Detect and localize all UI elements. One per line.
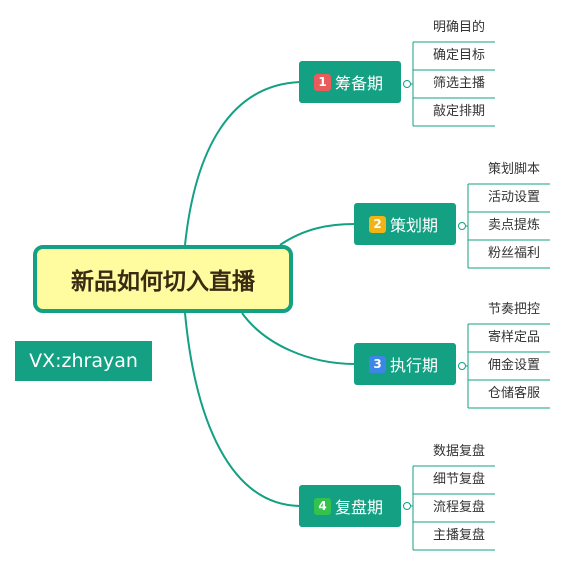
- connector-root-branch-4: [184, 312, 301, 507]
- number-badge-4: 4: [314, 497, 331, 515]
- branch-planning[interactable]: 2 策划期: [354, 203, 456, 245]
- root-topic[interactable]: 新品如何切入直播: [33, 245, 293, 313]
- collapse-toggle-icon[interactable]: [458, 222, 466, 230]
- subtopic-item[interactable]: 佣金设置: [488, 358, 541, 373]
- connector-root-branch-2: [279, 223, 356, 246]
- subtopic-item[interactable]: 仓储客服: [488, 386, 541, 401]
- connector-root-branch-3: [241, 312, 356, 365]
- branch-label: 执行期: [390, 356, 439, 375]
- subtopic-item[interactable]: 筛选主播: [433, 76, 486, 91]
- branch-label: 筹备期: [335, 74, 384, 93]
- subtopic-item[interactable]: 活动设置: [488, 190, 541, 205]
- subtopic-item[interactable]: 明确目的: [433, 20, 486, 35]
- subtopic-item[interactable]: 细节复盘: [433, 472, 486, 487]
- subtopic-item[interactable]: 粉丝福利: [488, 246, 541, 261]
- subtopic-item[interactable]: 主播复盘: [433, 528, 486, 543]
- subtopic-item[interactable]: 敲定排期: [433, 104, 486, 119]
- subtopic-item[interactable]: 确定目标: [433, 48, 486, 63]
- branch-label: 策划期: [390, 216, 439, 235]
- branch-preparation[interactable]: 1 筹备期: [299, 61, 401, 103]
- number-badge-1: 1: [314, 73, 331, 91]
- subtopic-item[interactable]: 卖点提炼: [488, 218, 541, 233]
- collapse-toggle-icon[interactable]: [458, 362, 466, 370]
- subtopic-item[interactable]: 寄样定品: [488, 330, 541, 345]
- subtopic-item[interactable]: 策划脚本: [488, 162, 541, 177]
- subtopic-item[interactable]: 节奏把控: [488, 302, 541, 317]
- number-badge-2: 2: [369, 215, 386, 233]
- contact-text: VX:zhrayan: [29, 350, 138, 372]
- branch-label: 复盘期: [335, 498, 384, 517]
- collapse-toggle-icon[interactable]: [403, 80, 411, 88]
- collapse-toggle-icon[interactable]: [403, 502, 411, 510]
- number-badge-3: 3: [369, 355, 386, 373]
- contact-label: VX:zhrayan: [15, 341, 152, 381]
- subtopic-item[interactable]: 数据复盘: [433, 444, 486, 459]
- subtopic-item[interactable]: 流程复盘: [433, 500, 486, 515]
- connector-root-branch-1: [184, 81, 301, 246]
- root-topic-label: 新品如何切入直播: [71, 269, 255, 295]
- branch-execution[interactable]: 3 执行期: [354, 343, 456, 385]
- branch-review[interactable]: 4 复盘期: [299, 485, 401, 527]
